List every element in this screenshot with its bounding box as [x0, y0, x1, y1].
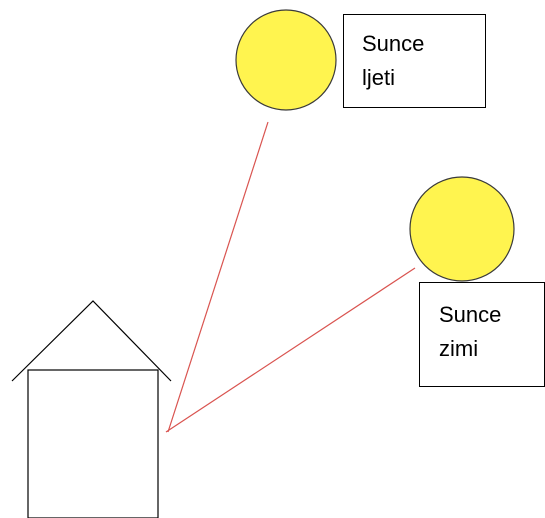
house-roof: [11, 300, 172, 382]
winter-sun-label: Sunce zimi: [419, 282, 545, 387]
house-body: [27, 369, 159, 518]
house-icon: [11, 300, 172, 518]
summer-sun-label: Sunce ljeti: [343, 14, 486, 108]
summer-sun-icon: [235, 9, 337, 111]
winter-sun-ray: [165, 267, 416, 433]
winter-sun-icon: [409, 176, 515, 282]
summer-sun-ray: [167, 121, 269, 433]
